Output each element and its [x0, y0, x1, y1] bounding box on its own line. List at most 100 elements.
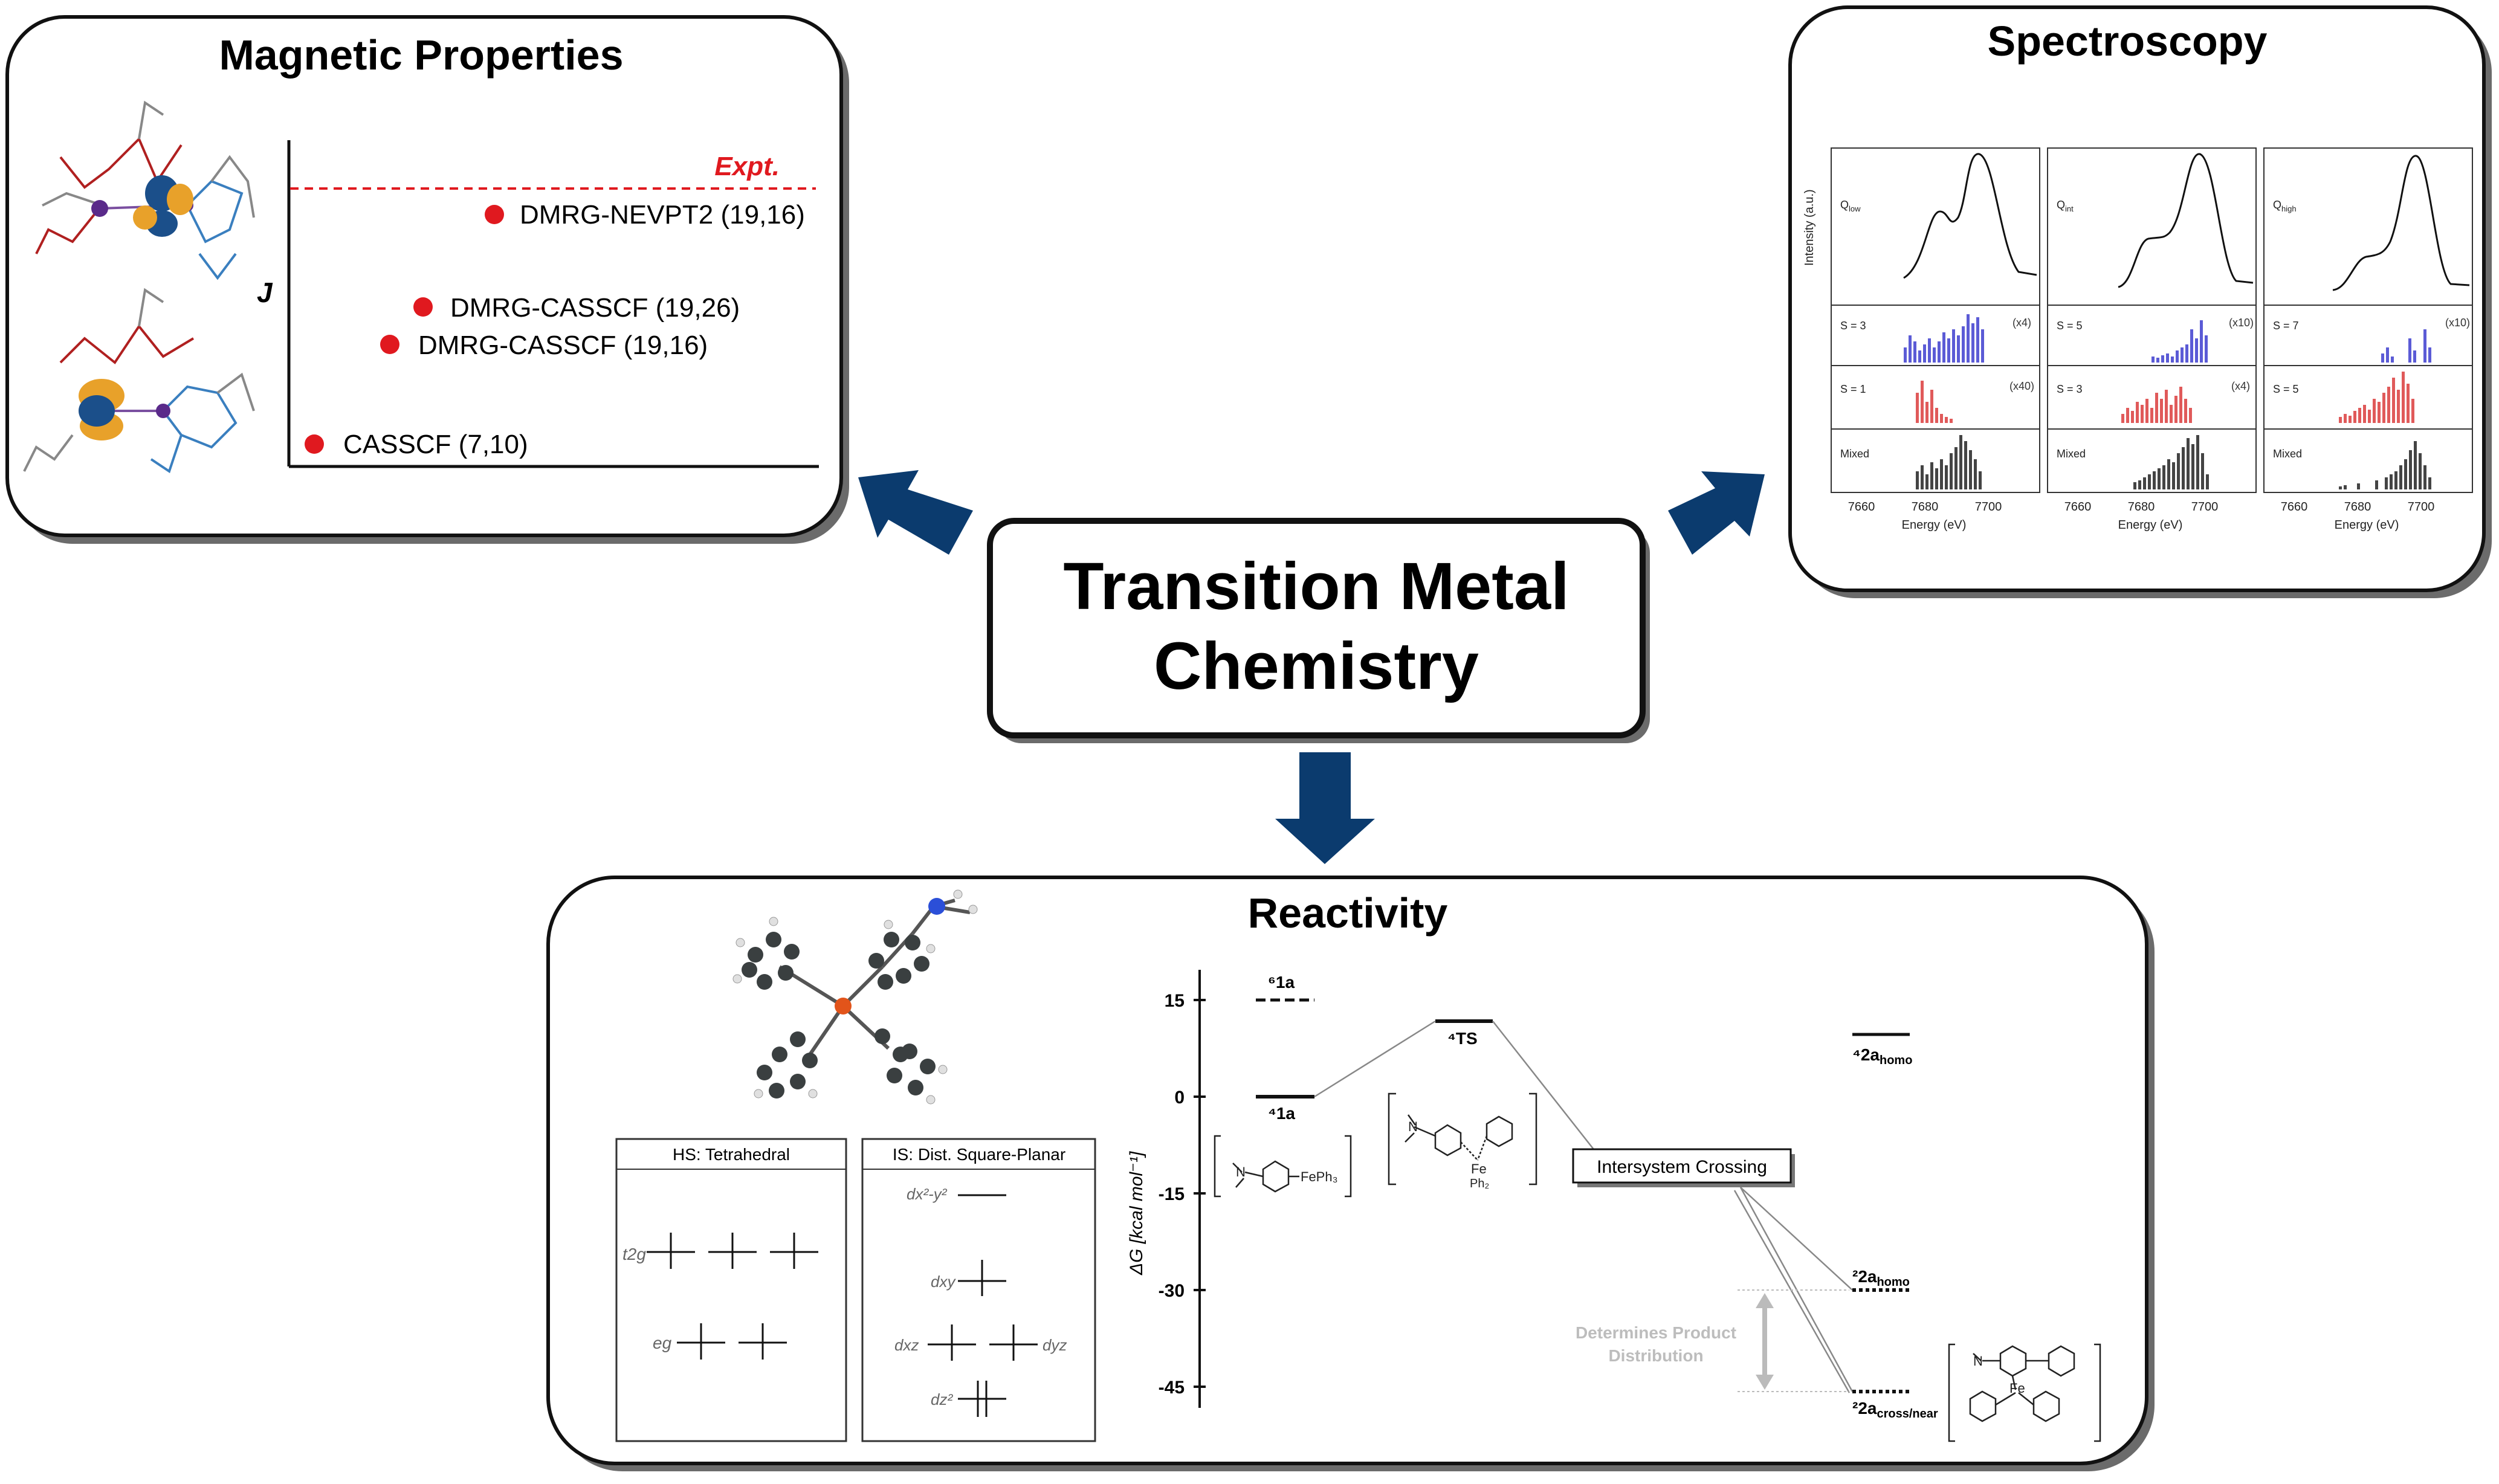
- center-box: Transition Metal Chemistry: [987, 518, 1650, 743]
- energy-tick-0: 0: [1174, 1088, 1185, 1108]
- spec-bars-grey-1: [1916, 435, 1982, 489]
- spec-column-2: Qint S = 5 (x10) S = 3 (x4) Mixed 7660 7…: [2047, 147, 2257, 532]
- arrow-up-right: [1668, 471, 1765, 555]
- hs-tetrahedral-box: HS: Tetrahedral t2g eg: [615, 1138, 847, 1442]
- spec-s-top-scale-1: (x4): [2012, 317, 2031, 329]
- spec-bars-red-3: [2339, 372, 2414, 423]
- spec-s-mid-1: S = 1: [1840, 383, 1866, 395]
- isc-box: Intersystem Crossing: [1572, 1148, 1795, 1187]
- method-point-4: [305, 434, 324, 454]
- spec-x-tick-1-a: 7660: [1848, 500, 1875, 514]
- spec-x-label-3: Energy (eV): [2335, 518, 2399, 532]
- spec-bars-red-2: [2121, 387, 2192, 423]
- is-dxy-label: dxy: [931, 1273, 956, 1291]
- magnetic-title: Magnetic Properties: [219, 31, 623, 79]
- struct1-n: N: [1236, 1164, 1246, 1179]
- level-22a-homo-sub: homo: [1877, 1276, 1909, 1289]
- method-label-2: DMRG-CASSCF (19,26): [450, 293, 740, 323]
- molecule-ball-stick: [732, 889, 978, 1105]
- magnetic-panel: Magnetic Properties: [5, 15, 849, 544]
- spectroscopy-title: Spectroscopy: [1988, 18, 2268, 65]
- spec-x-tick-1-b: 7680: [1912, 500, 1939, 514]
- level-22a-cross-label: ²2a: [1852, 1399, 1877, 1418]
- energy-tick-15: 15: [1165, 991, 1185, 1011]
- determines-product: Determines Product Distribution: [1576, 1289, 1849, 1392]
- spec-q-2: Q: [2057, 199, 2065, 211]
- spec-s-top-1: S = 3: [1840, 320, 1866, 332]
- center-title-line2: Chemistry: [1154, 629, 1479, 703]
- center-title-line1: Transition Metal: [1063, 549, 1569, 624]
- level-22a-cross-sub: cross/near: [1877, 1407, 1938, 1421]
- struct2-fe: Fe: [1471, 1161, 1487, 1176]
- reactivity-panel: Reactivity: [546, 876, 2155, 1471]
- spec-s-mid-scale-1: (x40): [2009, 380, 2034, 392]
- spec-x-tick-2-a: 7660: [2064, 500, 2092, 514]
- spec-bars-blue-1: [1904, 314, 1984, 363]
- spec-s-top-scale-3: (x10): [2445, 317, 2470, 329]
- energy-tick-m45: -45: [1159, 1378, 1185, 1398]
- spec-x-tick-2-b: 7680: [2128, 500, 2155, 514]
- is-dxz-label: dxz: [894, 1336, 919, 1354]
- hs-t2g-label: t2g: [622, 1245, 646, 1263]
- spec-q-3: Q: [2273, 199, 2281, 211]
- method-point-3: [380, 335, 399, 354]
- spec-x-tick-3-a: 7660: [2281, 500, 2308, 514]
- structure-4ts: N Fe Ph₂: [1388, 1092, 1537, 1190]
- svg-text:⁴2ahomo: ⁴2ahomo: [1852, 1045, 1912, 1067]
- spec-bars-grey-2: [2133, 435, 2209, 489]
- spec-x-tick-2-c: 7700: [2191, 500, 2219, 514]
- spec-s-mid-2: S = 3: [2057, 383, 2083, 395]
- expt-label: Expt.: [714, 152, 780, 181]
- is-dyz-label: dyz: [1043, 1336, 1067, 1354]
- spec-s-mid-3: S = 5: [2273, 383, 2299, 395]
- method-label-4: CASSCF (7,10): [343, 430, 528, 459]
- spec-bars-grey-3: [2339, 441, 2431, 489]
- struct3-fe: Fe: [2009, 1381, 2025, 1396]
- spec-x-tick-3-c: 7700: [2408, 500, 2435, 514]
- struct2-ph2: Ph₂: [1470, 1177, 1489, 1190]
- level-42a-label: ⁴2a: [1852, 1045, 1880, 1064]
- spectroscopy-panel: Spectroscopy Intensity (a.u.) Qlow S = 3…: [1788, 5, 2492, 598]
- spec-bars-blue-3: [2381, 329, 2431, 363]
- j-axis-label: J: [257, 277, 273, 308]
- level-61a-label: ⁶1a: [1268, 973, 1295, 992]
- arrow-down: [1275, 752, 1375, 864]
- svg-text:Qlow: Qlow: [1840, 199, 1861, 213]
- spec-q-1: Q: [1840, 199, 1849, 211]
- determines-line2: Distribution: [1608, 1346, 1703, 1365]
- isc-label: Intersystem Crossing: [1597, 1157, 1767, 1177]
- level-42a-sub: homo: [1880, 1054, 1912, 1067]
- spec-x-tick-3-b: 7680: [2344, 500, 2371, 514]
- determines-line1: Determines Product: [1576, 1323, 1736, 1342]
- structure-product: N Fe: [1948, 1343, 2101, 1442]
- spec-column-3: Qhigh S = 7 (x10) S = 5 Mixed 7660 7680 …: [2263, 147, 2473, 532]
- method-label-3: DMRG-CASSCF (19,16): [418, 331, 708, 360]
- level-41a-label: ⁴1a: [1268, 1104, 1295, 1123]
- energy-tick-m30: -30: [1159, 1281, 1185, 1301]
- level-4ts-label: ⁴TS: [1447, 1029, 1478, 1048]
- structure-41a: N FePh₃: [1214, 1135, 1352, 1198]
- method-point-2: [413, 297, 433, 317]
- spec-s-top-3: S = 7: [2273, 320, 2299, 332]
- spec-bars-blue-2: [2151, 320, 2208, 363]
- is-dz2-level: [958, 1381, 1006, 1417]
- struct3-n: N: [1973, 1353, 1983, 1369]
- is-title: IS: Dist. Square-Planar: [893, 1145, 1065, 1164]
- is-square-planar-box: IS: Dist. Square-Planar dx²-y² dxy dxz d…: [861, 1138, 1096, 1442]
- method-label-1: DMRG-NEVPT2 (19,16): [520, 200, 805, 230]
- svg-text:Qhigh: Qhigh: [2273, 199, 2297, 213]
- energy-axis-label: ΔG [kcal mol⁻¹]: [1127, 1151, 1146, 1276]
- spec-column-1: Qlow S = 3 (x4) S = 1 (x40) Mixed 7660 7…: [1831, 147, 2040, 532]
- svg-text:²2ahomo: ²2ahomo: [1852, 1267, 1910, 1289]
- level-22a-homo-label: ²2a: [1852, 1267, 1877, 1286]
- spec-q-sub-2: int: [2065, 204, 2074, 213]
- hs-title: HS: Tetrahedral: [673, 1145, 790, 1164]
- molecule-structure-top: [35, 100, 255, 280]
- spec-bars-red-1: [1916, 381, 1953, 423]
- is-dxz-dyz-levels: [928, 1324, 1038, 1361]
- arrow-up-left: [858, 470, 973, 555]
- spec-x-label-1: Energy (eV): [1902, 518, 1967, 532]
- method-point-1: [485, 205, 504, 224]
